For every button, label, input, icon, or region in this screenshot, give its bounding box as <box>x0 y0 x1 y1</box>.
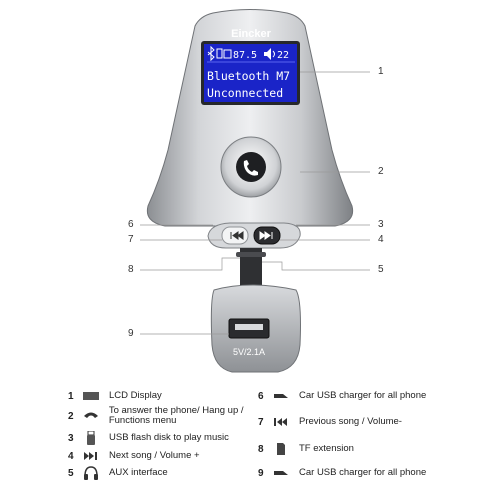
headphones-icon <box>82 466 100 480</box>
lcd-display-icon <box>82 389 100 403</box>
usb-status-icon <box>223 49 232 59</box>
legend-item-5: 5 AUX interface <box>68 464 168 482</box>
usb-port-label: 5V/2.1A <box>233 347 265 357</box>
brand-logo: Eincker <box>231 28 271 40</box>
callout-number-4: 4 <box>378 234 384 245</box>
lcd-volume: 22 <box>277 50 289 61</box>
callout-lines <box>140 71 370 335</box>
legend-text: To answer the phone/ Hang up / Functions… <box>108 405 244 426</box>
callout-number-5: 5 <box>378 264 384 275</box>
callout-number-8: 8 <box>128 264 134 275</box>
phone-handset-icon <box>82 409 100 423</box>
legend-item-1: 1 LCD Display <box>68 387 162 405</box>
legend-text: TF extension <box>299 443 354 454</box>
next-song-icon <box>82 449 100 463</box>
lcd-line-1: Bluetooth M7 <box>207 69 290 83</box>
lcd-screen <box>204 44 297 102</box>
legend-number: 8 <box>258 443 264 455</box>
legend-number: 4 <box>68 450 74 462</box>
legend-item-8: 8 TF extension <box>258 440 354 458</box>
callout-number-1: 1 <box>378 66 384 77</box>
car-charger-icon <box>272 389 290 403</box>
previous-song-icon <box>272 415 290 429</box>
volume-icon <box>264 48 275 60</box>
legend-number: 7 <box>258 416 264 428</box>
legend-text: AUX interface <box>109 467 168 478</box>
previous-icon <box>230 231 244 240</box>
legend-item-4: 4 Next song / Volume + <box>68 447 200 465</box>
legend-text: Next song / Volume + <box>109 450 200 461</box>
legend-item-2: 2 To answer the phone/ Hang up / Functio… <box>68 405 258 427</box>
phone-knob-icon <box>243 160 258 176</box>
tf-card-icon <box>272 442 290 456</box>
bluetooth-icon <box>207 45 215 62</box>
next-icon <box>259 231 273 240</box>
callout-number-3: 3 <box>378 219 384 230</box>
legend-text: LCD Display <box>109 390 162 401</box>
sd-status-icon <box>216 48 223 59</box>
legend-number: 1 <box>68 390 74 402</box>
legend-item-9: 9 Car USB charger for all phone <box>258 464 426 482</box>
legend-number: 9 <box>258 467 264 479</box>
lcd-frequency: 87.5 <box>233 50 257 61</box>
legend-text: Car USB charger for all phone <box>299 390 427 401</box>
legend-item-6: 6 Car USB charger for all phone <box>258 387 426 405</box>
legend-number: 3 <box>68 432 74 444</box>
callout-number-9: 9 <box>128 328 134 339</box>
legend-text: Previous song / Volume- <box>299 416 402 427</box>
device-neck <box>240 248 262 292</box>
legend-item-3: 3 USB flash disk to play music <box>68 429 229 447</box>
callout-number-6: 6 <box>128 219 134 230</box>
callout-number-2: 2 <box>378 166 384 177</box>
lcd-line-2: Unconnected <box>207 86 283 100</box>
legend-number: 5 <box>68 467 74 479</box>
legend-text: Car USB charger for all phone <box>299 467 427 478</box>
legend-item-7: 7 Previous song / Volume- <box>258 413 402 431</box>
usb-flash-icon <box>82 431 100 445</box>
car-charger-icon <box>272 466 290 480</box>
legend-number: 2 <box>68 410 74 422</box>
legend-number: 6 <box>258 390 264 402</box>
legend-text: USB flash disk to play music <box>109 432 229 443</box>
callout-number-7: 7 <box>128 234 134 245</box>
